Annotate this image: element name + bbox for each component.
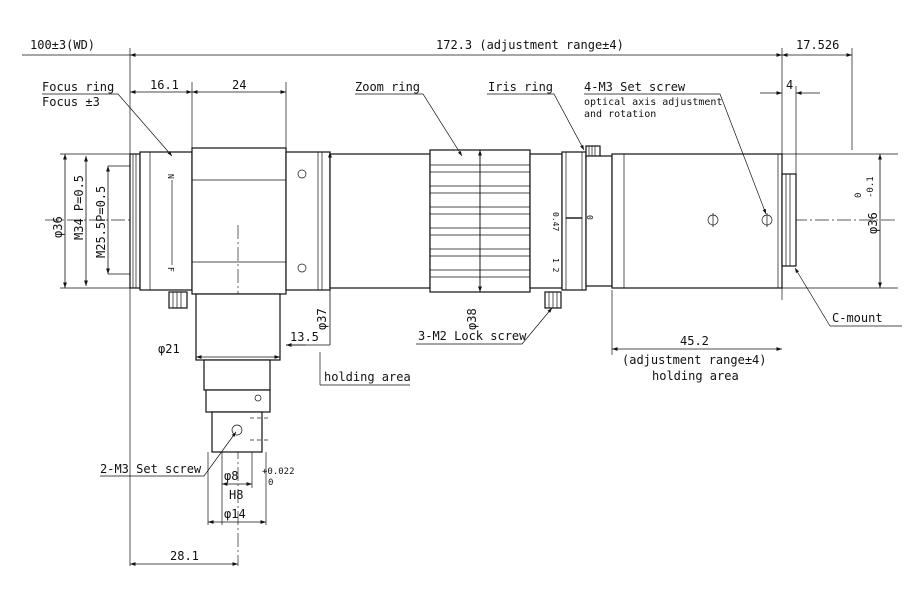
iris-scale-marks: 1 2	[551, 258, 560, 273]
c-mount	[781, 173, 797, 267]
set-screw-4-label: 4-M3 Set screw	[584, 80, 686, 94]
optical-axis-note-1: optical axis adjustment	[584, 97, 722, 108]
wd-label: 100±3(WD)	[30, 38, 95, 52]
adjustment-range-label: (adjustment range±4)	[622, 353, 767, 367]
side-mount	[195, 225, 281, 566]
dim-28-1-label: 28.1	[170, 549, 199, 563]
focus-scale-f: F	[166, 267, 175, 272]
fit-tolerance-zero: 0	[268, 478, 273, 488]
dia-38-label: φ38	[465, 308, 479, 330]
dia-21-label: φ21	[158, 342, 180, 356]
focus-tolerance-label: Focus ±3	[42, 95, 100, 109]
dim-24-label: 24	[232, 78, 246, 92]
dim-4-label: 4	[786, 78, 793, 92]
dia-36-left-label: φ36	[51, 216, 65, 238]
lens-body	[129, 145, 797, 309]
dia-36-right-label: φ36	[866, 212, 880, 234]
fit-h8-label: H8	[229, 488, 243, 502]
iris-ring	[561, 151, 587, 291]
dia-37-label: φ37	[315, 308, 329, 330]
rear-barrel	[611, 153, 783, 289]
dia-8-label: φ8	[224, 469, 238, 483]
lock-screw-label: 3-M2 Lock screw	[418, 329, 527, 343]
iris-ring-label: Iris ring	[488, 80, 553, 94]
tolerance-top: 0	[854, 193, 864, 198]
focus-ring-label: Focus ring	[42, 80, 114, 94]
total-length-label: 172.3 (adjustment range±4)	[436, 38, 624, 52]
holding-area-label: holding area	[324, 370, 411, 384]
dimension-lines	[22, 48, 898, 566]
holding-area-2-label: holding area	[652, 369, 739, 383]
focus-scale-n: N	[166, 174, 175, 179]
dim-13-5-label: 13.5	[290, 330, 319, 344]
mid-barrel	[285, 151, 331, 291]
dim-45-2-label: 45.2	[680, 334, 709, 348]
dim-16-1-label: 16.1	[150, 78, 179, 92]
tolerance-bottom: -0.1	[866, 176, 876, 198]
iris-0-mark: 0	[585, 215, 594, 220]
fit-tolerance-label: +0.022	[262, 467, 295, 477]
optical-axis-note-2: and rotation	[584, 109, 656, 120]
zoom-ring-label: Zoom ring	[355, 80, 420, 94]
leader-lines	[42, 93, 902, 477]
c-mount-label: C-mount	[832, 311, 883, 325]
thread-m34-label: M34 P=0.5	[72, 175, 86, 240]
main-housing	[191, 147, 287, 295]
back-length-label: 17.526	[796, 38, 839, 52]
focus-ring	[139, 151, 193, 291]
dia-14-label: φ14	[224, 507, 246, 521]
thread-m25-label: M25.5P=0.5	[94, 186, 108, 258]
iris-047-mark: 0.47	[551, 212, 560, 231]
set-screw-2-label: 2-M3 Set screw	[100, 462, 202, 476]
